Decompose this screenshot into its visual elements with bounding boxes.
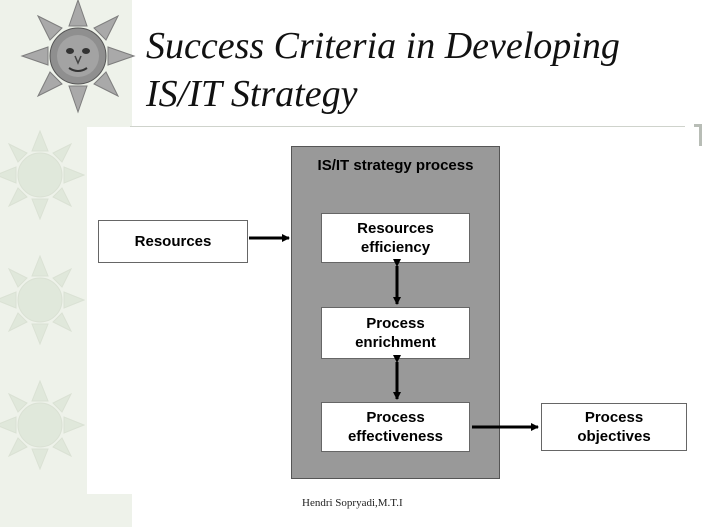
panel-title: IS/IT strategy process <box>317 157 474 174</box>
process-enrichment-box: Process enrichment <box>321 307 470 359</box>
resources-box: Resources <box>98 220 248 263</box>
footer-author: Hendri Sopryadi,M.T.I <box>302 497 403 509</box>
resources-efficiency-box: Resources efficiency <box>321 213 470 263</box>
slide-title: Success Criteria in Developing IS/IT Str… <box>146 22 686 118</box>
sun-logo-icon <box>0 0 136 471</box>
slide-title-line-1: Success Criteria in Developing <box>146 25 620 67</box>
process-objectives-box: Process objectives <box>541 403 687 451</box>
process-effectiveness-box: Process effectiveness <box>321 402 470 452</box>
title-divider <box>130 126 685 127</box>
slide-title-line-2: IS/IT Strategy <box>146 73 358 115</box>
